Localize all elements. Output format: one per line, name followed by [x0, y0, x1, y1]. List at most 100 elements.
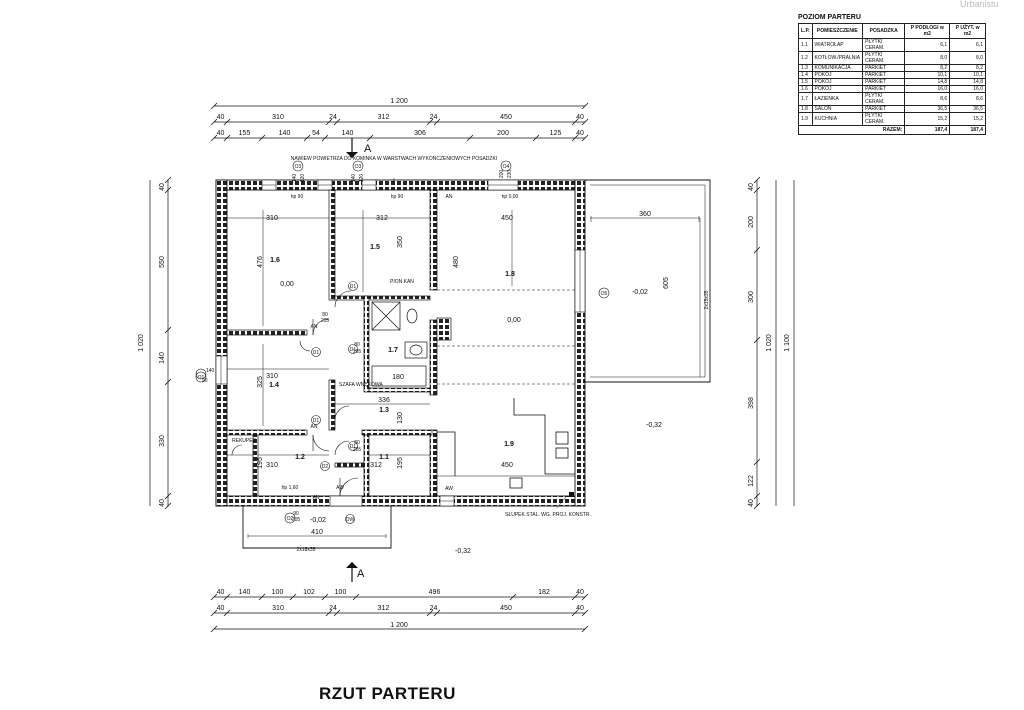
section-mark-top — [346, 138, 358, 158]
table-cell: 10,1 — [904, 71, 951, 79]
table-cell: 8,6 — [904, 92, 951, 106]
internal-thin-lines — [227, 210, 575, 477]
room-width: 310 — [266, 462, 278, 469]
table-cell: 36,5 — [904, 105, 951, 113]
dimension-label: 200 — [497, 130, 509, 137]
dimension-tick — [581, 118, 589, 126]
room-height: 480 — [453, 256, 460, 268]
dimension-tick — [325, 609, 333, 617]
table-cell: 8,2 — [904, 64, 951, 72]
table-cell: 1.6 — [798, 85, 813, 93]
dimension-label: 40 — [159, 183, 166, 191]
table-cell: POKÓJ — [811, 78, 864, 86]
dimension-label: 450 — [500, 114, 512, 121]
table-cell: 16,0 — [949, 85, 986, 93]
table-cell: 1.3 — [798, 64, 813, 72]
table-cell: 8,6 — [949, 92, 986, 106]
door-tag-circle — [311, 415, 321, 425]
door-tag: D1 — [350, 444, 357, 450]
table-cell: 6,1 — [904, 38, 951, 52]
table-cell: 1.8 — [798, 105, 813, 113]
dimension-tick — [164, 326, 172, 334]
table-cell: 1.5 — [798, 78, 813, 86]
an-label: AN — [311, 324, 318, 330]
dimension-tick — [164, 492, 172, 500]
dimension-tick — [753, 502, 761, 510]
watermark-text: Urbanistu — [960, 0, 999, 9]
dimension-tick — [571, 609, 579, 617]
dimension-label: 496 — [429, 589, 441, 596]
door-size: 80 — [322, 312, 328, 318]
an-label: AN — [311, 424, 318, 430]
chimney — [436, 317, 452, 341]
dimension-tick — [223, 609, 231, 617]
table-cell: SALON — [811, 105, 864, 113]
dimension-tick — [426, 609, 434, 617]
room-width: 450 — [501, 215, 513, 222]
bathroom-fixtures — [371, 301, 428, 387]
dim-top-overall: 1 200 — [390, 98, 408, 105]
table-cell: PŁYTKI CERAM. — [862, 92, 906, 106]
dimension-label: 40 — [217, 589, 225, 596]
door-tag: D1 — [350, 347, 357, 353]
an-label: AW — [445, 486, 453, 492]
dimension-tick — [426, 118, 434, 126]
window-tag: O2 — [287, 516, 294, 522]
table-cell: 6,1 — [949, 38, 986, 52]
table-cell: PARKIET — [862, 78, 906, 86]
total-floor: 187,4 — [904, 125, 951, 135]
top-dimension-chains — [214, 105, 585, 139]
dimension-tick — [571, 593, 579, 601]
dimension-tick — [333, 118, 341, 126]
dimension-label: 40 — [748, 499, 755, 507]
window-tag-circle — [292, 160, 304, 172]
dimension-tick — [210, 102, 218, 110]
table-cell: 1.4 — [798, 71, 813, 79]
dimension-label: 398 — [748, 397, 755, 409]
room-height: 476 — [257, 256, 264, 268]
dimension-label: 40 — [217, 130, 225, 137]
porch — [242, 503, 392, 549]
kitchen-counter — [437, 398, 575, 489]
boiler-label: REKUPER. — [232, 438, 258, 444]
dimension-label: 300 — [748, 291, 755, 303]
room-number: 1.4 — [269, 382, 279, 389]
dimension-label: 125 — [550, 130, 562, 137]
ground-level-2: -0,32 — [646, 422, 662, 429]
door-size: 80 — [354, 342, 360, 348]
door-size: 205 — [321, 318, 330, 324]
dimension-label: 40 — [576, 114, 584, 121]
dimension-label: 310 — [272, 605, 284, 612]
dimension-tick — [571, 134, 579, 142]
window-openings — [215, 179, 586, 507]
dimension-tick — [581, 593, 589, 601]
table-cell: POKÓJ — [811, 71, 864, 79]
room-width: 310 — [266, 215, 278, 222]
terrace — [585, 179, 711, 383]
dimension-tick — [333, 609, 341, 617]
right-dimension-chains — [756, 180, 795, 506]
table-cell: 1.9 — [798, 112, 813, 126]
dimension-tick — [164, 378, 172, 386]
dimension-label: 155 — [239, 130, 251, 137]
wardrobe-label: SZAFA WNĘKOWA — [339, 382, 383, 388]
dimension-tick — [210, 609, 218, 617]
door-size: 205 — [353, 349, 362, 355]
dimension-label: 310 — [272, 114, 284, 121]
dimension-label: 24 — [329, 605, 337, 612]
dimension-label: 330 — [159, 435, 166, 447]
dimension-tick — [223, 134, 231, 142]
dim-porch-width: 410 — [311, 529, 323, 536]
interior-walls — [226, 189, 438, 497]
door-tag-circle — [348, 441, 358, 451]
table-cell: 10,1 — [949, 71, 986, 79]
table-cell: PARKIET — [862, 105, 906, 113]
